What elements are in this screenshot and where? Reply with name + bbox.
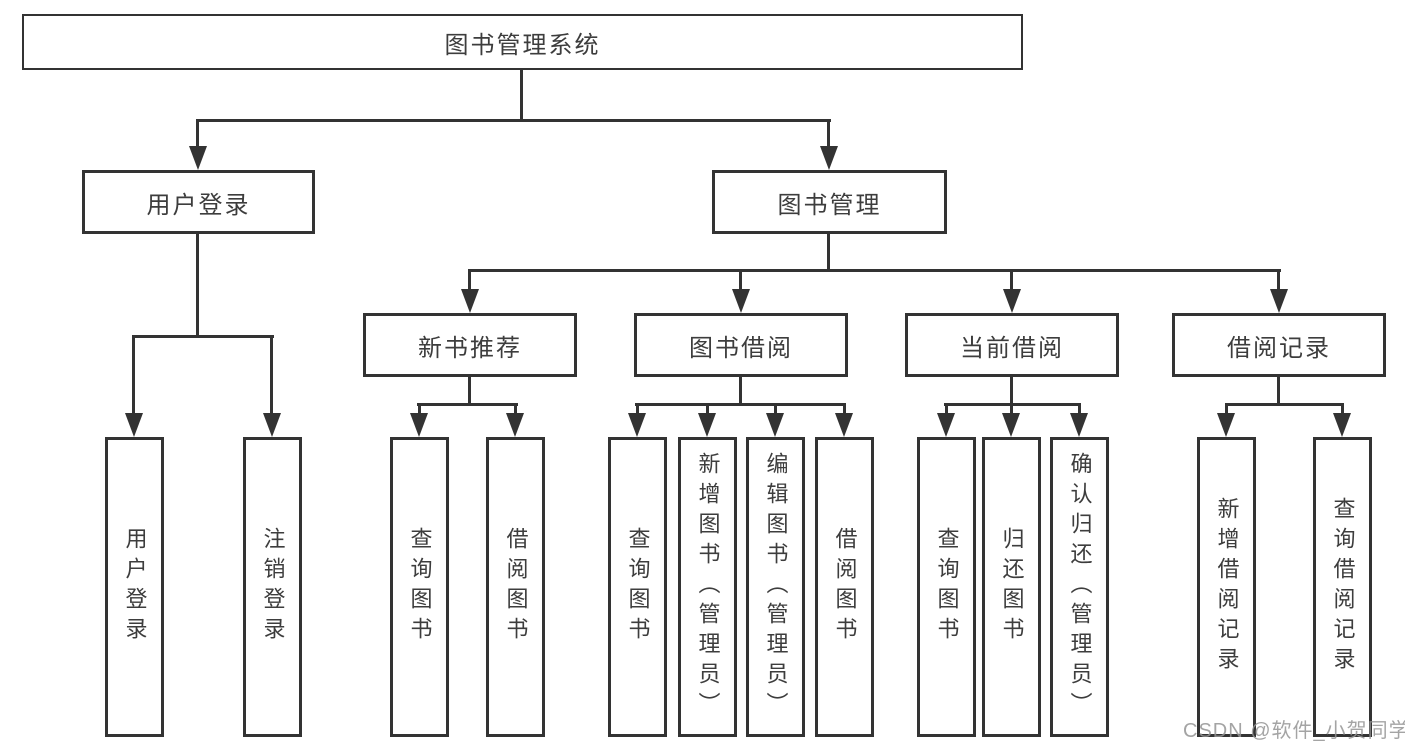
arrowhead-down-icon: [937, 413, 955, 437]
connector-userlogin-drop: [196, 233, 199, 338]
connector-leaf-stub: [1341, 403, 1344, 417]
connector-section-hbar: [1225, 403, 1344, 406]
connector-section-drop: [1010, 376, 1013, 406]
leaf-borrow-books-recommend-label: 借阅图书: [503, 527, 529, 647]
leaf-query-borrow-record: 查询借阅记录: [1313, 437, 1372, 737]
arrowhead-down-icon: [820, 146, 838, 170]
arrowhead-down-icon: [698, 413, 716, 437]
connector-leaf-stub: [418, 403, 421, 417]
arrowhead-down-icon: [461, 289, 479, 313]
arrowhead-down-icon: [766, 413, 784, 437]
arrowhead-down-icon: [189, 146, 207, 170]
arrowhead-down-icon: [1003, 289, 1021, 313]
arrowhead-down-icon: [1270, 289, 1288, 313]
leaf-logout: 注销登录: [243, 437, 302, 737]
connector-root-drop: [520, 69, 523, 122]
arrowhead-down-icon: [410, 413, 428, 437]
node-system-root-label: 图书管理系统: [444, 31, 601, 59]
node-book-borrow: 图书借阅: [634, 313, 848, 377]
connector-leaf-stub: [132, 335, 135, 415]
connector-leaf-stub: [843, 403, 846, 417]
connector-section-stub: [739, 269, 742, 291]
connector-section-drop: [739, 376, 742, 406]
leaf-add-borrow-record-label: 新增借阅记录: [1214, 497, 1240, 677]
node-book-borrow-label: 图书借阅: [689, 334, 793, 362]
connector-leaf-stub: [774, 403, 777, 417]
leaf-edit-book-admin: 编辑图书（管理员）: [746, 437, 805, 737]
leaf-confirm-return-admin: 确认归还（管理员）: [1050, 437, 1109, 737]
connector-leaf-stub: [706, 403, 709, 417]
connector-section-stub: [1010, 269, 1013, 291]
arrowhead-down-icon: [1070, 413, 1088, 437]
node-borrow-records: 借阅记录: [1172, 313, 1386, 377]
node-book-management-branch-label: 图书管理: [777, 191, 882, 219]
leaf-add-book-admin: 新增图书（管理员）: [678, 437, 737, 737]
leaf-logout-label: 注销登录: [260, 527, 286, 647]
connector-bookmgmt-drop: [827, 233, 830, 272]
leaf-return-book-label: 归还图书: [999, 527, 1025, 647]
leaf-borrow-books-label: 借阅图书: [832, 527, 858, 647]
leaf-edit-book-admin-label: 编辑图书（管理员）: [763, 452, 789, 722]
connector-userlogin-hbar: [132, 335, 274, 338]
arrowhead-down-icon: [835, 413, 853, 437]
connector-section-stub: [1277, 269, 1280, 291]
leaf-query-books-recommend: 查询图书: [390, 437, 449, 737]
connector-bookmgmt-hbar: [468, 269, 1281, 272]
arrowhead-down-icon: [1002, 413, 1020, 437]
leaf-user-login: 用户登录: [105, 437, 164, 737]
connector-root-hbar: [196, 119, 831, 122]
connector-leaf-stub: [514, 403, 517, 417]
connector-userlogin-stub: [196, 119, 199, 151]
leaf-query-books-current-label: 查询图书: [934, 527, 960, 647]
arrowhead-down-icon: [628, 413, 646, 437]
leaf-add-book-admin-label: 新增图书（管理员）: [695, 452, 721, 722]
node-new-book-recommend-label: 新书推荐: [418, 334, 522, 362]
leaf-query-books-current: 查询图书: [917, 437, 976, 737]
connector-section-drop: [468, 376, 471, 406]
connector-leaf-stub: [636, 403, 639, 417]
leaf-query-books-borrow-label: 查询图书: [625, 527, 651, 647]
leaf-borrow-books-recommend: 借阅图书: [486, 437, 545, 737]
node-borrow-records-label: 借阅记录: [1227, 334, 1331, 362]
connector-leaf-stub: [945, 403, 948, 417]
arrowhead-down-icon: [1217, 413, 1235, 437]
node-user-login-branch: 用户登录: [82, 170, 315, 234]
leaf-confirm-return-admin-label: 确认归还（管理员）: [1067, 452, 1093, 722]
connector-section-drop: [1277, 376, 1280, 406]
leaf-return-book: 归还图书: [982, 437, 1041, 737]
connector-section-stub: [468, 269, 471, 291]
node-system-root: 图书管理系统: [22, 14, 1023, 70]
connector-leaf-stub: [1010, 403, 1013, 417]
node-book-management-branch: 图书管理: [712, 170, 947, 234]
node-new-book-recommend: 新书推荐: [363, 313, 577, 377]
connector-bookmgmt-stub: [827, 119, 830, 151]
connector-leaf-stub: [1225, 403, 1228, 417]
arrowhead-down-icon: [125, 413, 143, 437]
arrowhead-down-icon: [506, 413, 524, 437]
node-current-borrow: 当前借阅: [905, 313, 1119, 377]
leaf-query-books-borrow: 查询图书: [608, 437, 667, 737]
arrowhead-down-icon: [263, 413, 281, 437]
connector-leaf-stub: [270, 335, 273, 415]
leaf-add-borrow-record: 新增借阅记录: [1197, 437, 1256, 737]
connector-leaf-stub: [1078, 403, 1081, 417]
arrowhead-down-icon: [1333, 413, 1351, 437]
node-current-borrow-label: 当前借阅: [960, 334, 1064, 362]
leaf-query-books-recommend-label: 查询图书: [407, 527, 433, 647]
node-user-login-branch-label: 用户登录: [146, 191, 251, 219]
connector-section-hbar: [635, 403, 846, 406]
watermark: CSDN @软件_小贺同学: [1183, 720, 1405, 742]
arrowhead-down-icon: [732, 289, 750, 313]
leaf-query-borrow-record-label: 查询借阅记录: [1330, 497, 1356, 677]
leaf-borrow-books: 借阅图书: [815, 437, 874, 737]
leaf-user-login-label: 用户登录: [122, 527, 148, 647]
connector-section-hbar: [417, 403, 518, 406]
